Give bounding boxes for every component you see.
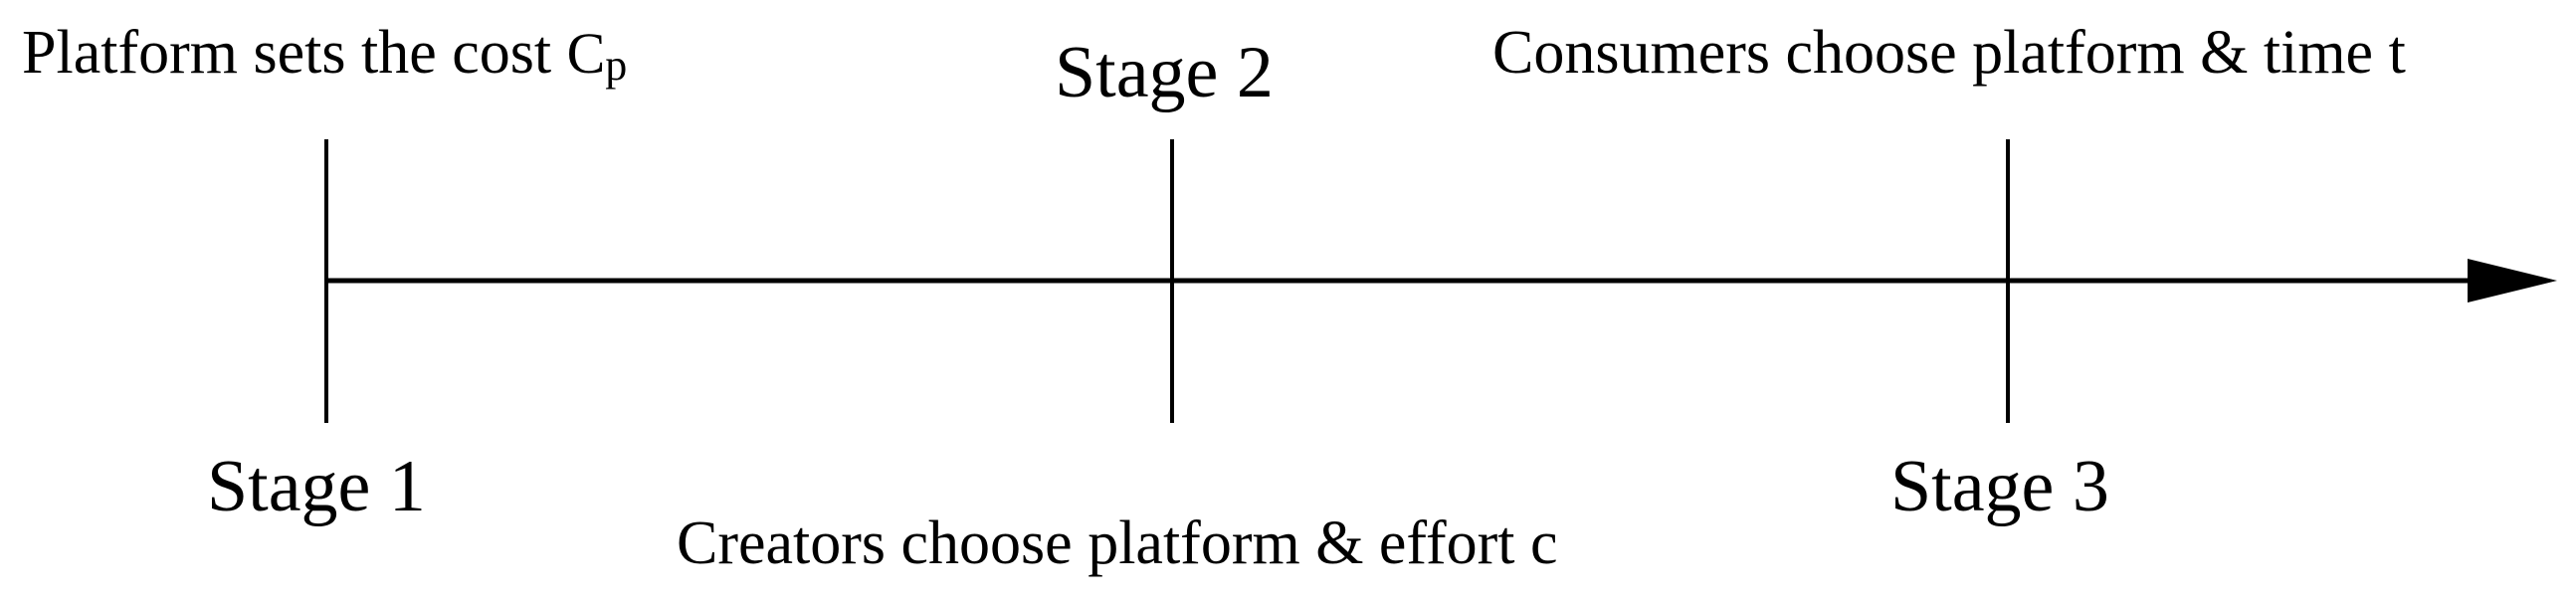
stage-1-event-text: Platform sets the cost xyxy=(22,19,567,87)
stage-3-event: Consumers choose platform & time t xyxy=(1492,19,2406,87)
timeline-arrowhead xyxy=(2468,259,2557,303)
stage-2-event: Creators choose platform & effort c xyxy=(677,509,1558,577)
stage-3-label: Stage 3 xyxy=(1890,446,2109,527)
stage-1-event: Platform sets the cost Cp xyxy=(22,19,627,87)
cost-symbol: C xyxy=(566,21,606,86)
stage-1-label: Stage 1 xyxy=(207,446,426,527)
stage-2-label: Stage 2 xyxy=(1055,32,1274,113)
cost-subscript: p xyxy=(605,40,628,90)
